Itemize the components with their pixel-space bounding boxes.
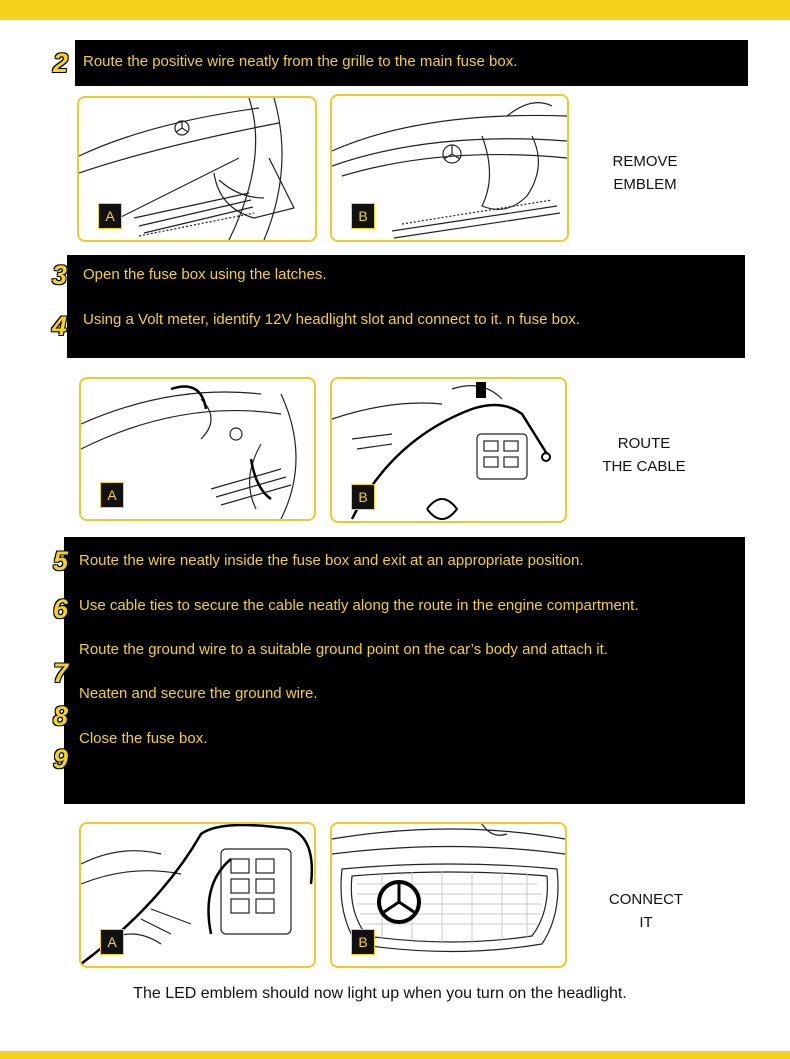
caption-line: REMOVE (612, 153, 678, 170)
closing-note: The LED emblem should now light up when … (133, 985, 627, 1002)
illustration-panel-route-cable-b: B (330, 377, 567, 523)
step-text-8: Neaten and secure the ground wire. (79, 685, 318, 702)
caption-line: ROUTE (617, 435, 671, 452)
caption-line: THE CABLE (602, 458, 686, 475)
illustration-panel-remove-emblem-b: B (330, 94, 569, 242)
illustration-panel-remove-emblem-a: A (77, 96, 317, 242)
instruction-band-steps-5-9 (64, 537, 745, 804)
step-number-6: 6 (53, 594, 69, 624)
caption-line: EMBLEM (613, 176, 677, 193)
panel-tag-b: B (351, 203, 375, 229)
step-text-9: Close the fuse box. (79, 730, 208, 747)
step-number-2: 2 (53, 48, 69, 78)
row-caption-connect: CONNECT IT (571, 888, 721, 934)
panel-tag-a: A (100, 482, 124, 508)
panel-tag-b: B (351, 484, 375, 510)
lit-grille-emblem-sketch (332, 824, 565, 953)
instruction-band-step-2 (75, 40, 748, 86)
step-number-9: 9 (53, 744, 69, 774)
bottom-accent-bar (0, 1051, 790, 1059)
caption-line: IT (639, 914, 653, 931)
step-text-7: Route the ground wire to a suitable grou… (79, 641, 608, 658)
instruction-band-steps-3-4 (67, 255, 745, 358)
connection-sketch (81, 824, 313, 965)
panel-tag-b: B (351, 929, 375, 955)
step-text-5: Route the wire neatly inside the fuse bo… (79, 552, 584, 569)
hood-emblem-sketch (332, 102, 567, 239)
step-number-5: 5 (53, 546, 69, 576)
panel-tag-a: A (98, 203, 122, 229)
row-caption-remove-emblem: REMOVE EMBLEM (570, 150, 720, 196)
panel-tag-a: A (100, 929, 124, 955)
top-accent-bar (0, 0, 790, 20)
caption-line: CONNECT (608, 891, 684, 908)
illustration-panel-route-cable-a: A (79, 377, 316, 521)
step-text-3: Open the fuse box using the latches. (83, 266, 327, 283)
step-number-8: 8 (53, 701, 69, 731)
step-number-7: 7 (53, 658, 69, 688)
illustration-panel-connect-b: B (330, 822, 567, 968)
step-text-4: Using a Volt meter, identify 12V headlig… (83, 311, 580, 328)
step-number-3: 3 (52, 260, 68, 290)
illustration-panel-connect-a: A (79, 822, 316, 968)
fuse-box-sketch (332, 382, 551, 520)
step-number-4: 4 (52, 311, 68, 341)
row-caption-route-cable: ROUTE THE CABLE (569, 432, 719, 478)
cable-routing-sketch (81, 385, 297, 519)
step-text-2: Route the positive wire neatly from the … (83, 53, 518, 70)
step-text-6: Use cable ties to secure the cable neatl… (79, 597, 639, 614)
